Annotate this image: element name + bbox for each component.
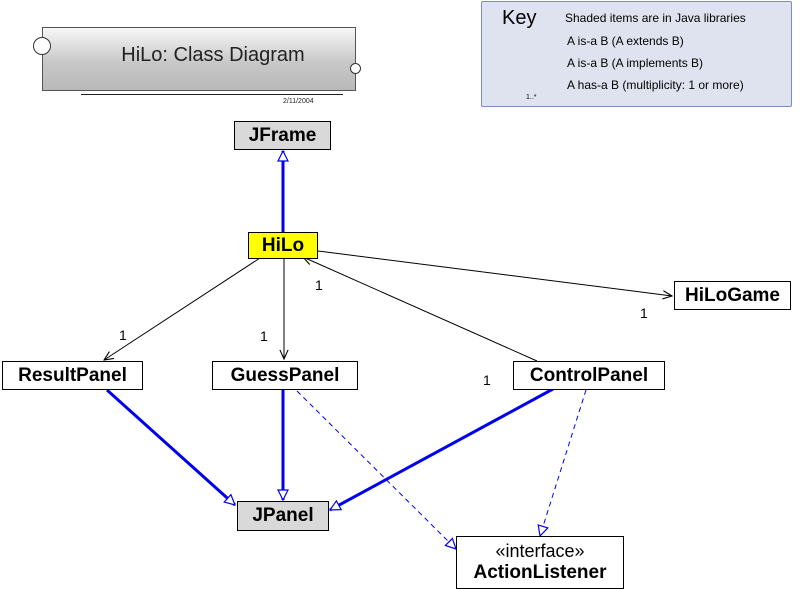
hilo-has-hilogame: [317, 250, 672, 296]
class-jpanel-label: JPanel: [252, 505, 314, 526]
key-has-multiplicity: 1..*: [526, 94, 537, 101]
mult-controlpanel-end: 1: [483, 372, 491, 388]
title-banner: HiLo: Class Diagram 2/11/2004: [42, 27, 356, 105]
class-guesspanel-label: GuessPanel: [230, 364, 340, 386]
class-resultpanel-label: ResultPanel: [18, 364, 127, 386]
mult-hilo-guesspanel: 1: [260, 328, 268, 344]
resultpanel-extends-jpanel: [105, 388, 237, 507]
diagram-date: 2/11/2004: [283, 98, 314, 105]
controlpanel-implements-actionlistener: [540, 389, 587, 536]
mult-controlpanel-hilo: 1: [315, 277, 323, 293]
key-implements-label: A is-a B (A implements B): [567, 56, 704, 70]
key-has-label: A has-a B (multiplicity: 1 or more): [567, 78, 744, 92]
diagram-title: HiLo: Class Diagram: [121, 44, 305, 66]
interface-actionlistener-label: ActionListener: [473, 562, 607, 583]
interface-actionlistener: «interface» ActionListener: [456, 536, 624, 589]
class-controlpanel: ControlPanel: [513, 361, 665, 390]
legend-key: Key Shaded items are in Java libraries A…: [481, 1, 792, 107]
class-controlpanel-label: ControlPanel: [529, 364, 649, 386]
key-extends-label: A is-a B (A extends B): [567, 34, 684, 48]
class-resultpanel: ResultPanel: [2, 361, 143, 390]
class-jframe-label: JFrame: [248, 124, 317, 146]
hilo-has-resultpanel: [104, 257, 261, 360]
class-hilogame-label: HiLoGame: [684, 284, 781, 306]
class-jframe: JFrame: [234, 121, 331, 150]
controlpanel-has-hilo: [303, 257, 538, 362]
key-note: Shaded items are in Java libraries: [565, 11, 746, 25]
class-hilo: HiLo: [248, 232, 318, 259]
mult-hilo-hilogame: 1: [640, 305, 648, 321]
key-heading: Key: [502, 7, 537, 29]
class-guesspanel: GuessPanel: [212, 361, 358, 390]
class-jpanel: JPanel: [237, 501, 329, 531]
guesspanel-implements-actionlistener: [296, 390, 456, 549]
class-hilo-label: HiLo: [261, 234, 305, 256]
banner-left-knob: [33, 37, 51, 55]
controlpanel-extends-jpanel: [330, 387, 554, 512]
class-hilogame: HiLoGame: [674, 281, 791, 310]
title-underline: [81, 94, 343, 95]
interface-stereotype: «interface»: [495, 541, 585, 561]
mult-hilo-resultpanel: 1: [119, 327, 127, 343]
banner-right-knob: [350, 63, 361, 74]
